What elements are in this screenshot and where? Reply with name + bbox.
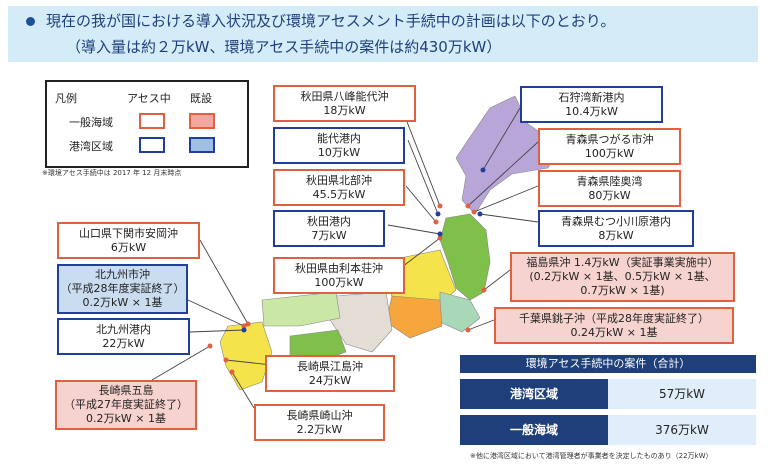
- card-noshiro-port: 能代港内 10万kW: [273, 127, 405, 164]
- card-capacity: 8万kW: [598, 228, 634, 242]
- card-mutsu-bay: 青森県陸奥湾 80万kW: [538, 170, 681, 207]
- chugoku-region: [261, 291, 341, 327]
- card-akita-port: 秋田港内 7万kW: [273, 210, 385, 247]
- card-eshima: 長崎県江島沖 24万kW: [265, 355, 395, 392]
- card-fukushima: 福島県沖 1.4万kW（実証事業実施中） (0.2万kW × 1基、0.5万kW…: [510, 252, 735, 302]
- card-kitakyushu-port: 北九州港内 22万kW: [57, 318, 190, 355]
- card-tsugaru: 青森県つがる市沖 100万kW: [538, 128, 681, 165]
- card-line: （平成27年度実証終了）: [64, 398, 188, 411]
- card-name: 能代港内: [317, 131, 361, 145]
- card-line: 0.24万kW × 1基: [570, 325, 658, 339]
- card-capacity: 45.5万kW: [312, 187, 366, 201]
- summary-row-general: 一般海域 376万kW: [460, 415, 756, 445]
- legend-row-port: 港湾区域: [69, 140, 113, 153]
- summary-footnote: ※他に港湾区域において港湾管理者が事業者を決定したものあり（22万kW）: [470, 452, 713, 460]
- bullet-icon: [26, 17, 35, 26]
- card-name: 石狩湾新港内: [558, 90, 625, 104]
- card-name: 山口県下関市安岡沖: [79, 226, 178, 240]
- legend-swatch-port-existing: [189, 137, 215, 153]
- summary-title: 環境アセス手続中の案件（合計）: [460, 355, 756, 373]
- card-line: 長崎県五島: [98, 384, 154, 397]
- legend-col-existing: 既設: [190, 92, 212, 105]
- card-sakiyama: 長崎県崎山沖 2.2万kW: [254, 404, 385, 441]
- card-line: 0.2万kW × 1基: [86, 412, 166, 425]
- legend-col-assess: アセス中: [127, 92, 171, 105]
- card-name: 秋田港内: [307, 214, 351, 228]
- legend: 凡例 アセス中 既設 一般海域 港湾区域: [45, 80, 249, 168]
- card-name: 長崎県江島沖: [297, 359, 363, 373]
- card-akita-hokubu: 秋田県北部沖 45.5万kW: [273, 169, 405, 206]
- summary-label: 一般海域: [460, 415, 608, 445]
- card-line: 0.2万kW × 1基: [82, 296, 163, 309]
- card-name: 秋田県由利本荘沖: [295, 261, 383, 275]
- summary-row-port: 港湾区域 57万kW: [460, 379, 756, 409]
- header-banner: 現在の我が国における導入状況及び環境アセスメント手続中の計画は以下のとおり。 （…: [8, 6, 758, 62]
- card-capacity: 24万kW: [308, 373, 352, 387]
- header-line-1: 現在の我が国における導入状況及び環境アセスメント手続中の計画は以下のとおり。: [46, 12, 616, 30]
- card-capacity: 18万kW: [323, 103, 366, 117]
- header-line-2: （導入量は約２万kW、環境アセス手続中の案件は約430万kW）: [66, 38, 502, 56]
- legend-swatch-general-existing: [189, 113, 215, 129]
- card-capacity: 6万kW: [110, 240, 147, 254]
- hokkaido-region: [455, 95, 561, 215]
- tohoku-region: [439, 213, 491, 301]
- card-name: 秋田県北部沖: [306, 173, 372, 187]
- chubu-south-region: [385, 295, 443, 339]
- card-capacity: 10.4万kW: [565, 104, 618, 118]
- card-name: 青森県むつ小川原港内: [561, 214, 671, 228]
- card-kitakyushu-offshore: 北九州市沖 （平成28年度実証終了） 0.2万kW × 1基: [57, 264, 188, 314]
- card-name: 青森県つがる市沖: [565, 132, 654, 146]
- card-name: 長崎県崎山沖: [286, 408, 353, 422]
- summary-table: 環境アセス手続中の案件（合計） 港湾区域 57万kW 一般海域 376万kW: [460, 355, 756, 447]
- legend-note: ※環境アセス手続中は 2017 年 12 月末時点: [42, 169, 182, 177]
- card-goto: 長崎県五島 （平成27年度実証終了） 0.2万kW × 1基: [55, 380, 197, 430]
- card-yurihonjo: 秋田県由利本荘沖 100万kW: [273, 257, 405, 294]
- card-mutsu-ogawara-port: 青森県むつ小川原港内 8万kW: [538, 210, 694, 247]
- card-capacity: 100万kW: [314, 275, 364, 289]
- card-name: 北九州港内: [96, 322, 151, 336]
- legend-row-general: 一般海域: [69, 116, 113, 129]
- card-name: 秋田県八峰能代沖: [300, 89, 389, 103]
- card-choshi: 千葉県銚子沖（平成28年度実証終了） 0.24万kW × 1基: [494, 307, 734, 344]
- card-capacity: 10万kW: [317, 145, 361, 159]
- card-line: 千葉県銚子沖（平成28年度実証終了）: [519, 311, 709, 325]
- summary-value: 57万kW: [658, 387, 706, 401]
- card-line: （平成28年度実証終了）: [60, 282, 185, 295]
- summary-value: 376万kW: [655, 423, 709, 437]
- card-capacity: 22万kW: [102, 336, 145, 350]
- card-line: 0.7万kW × 1基): [580, 284, 665, 297]
- card-akita-happou: 秋田県八峰能代沖 18万kW: [273, 85, 416, 122]
- legend-title: 凡例: [55, 92, 77, 105]
- card-shimonoseki: 山口県下関市安岡沖 6万kW: [57, 222, 200, 259]
- card-line: 北九州市沖: [95, 268, 150, 281]
- card-line: 福島県沖 1.4万kW（実証事業実施中）: [526, 256, 719, 269]
- card-capacity: 80万kW: [588, 188, 631, 202]
- card-capacity: 7万kW: [311, 228, 347, 242]
- legend-swatch-port-assess: [139, 137, 165, 153]
- summary-label: 港湾区域: [460, 379, 608, 409]
- card-capacity: 100万kW: [584, 146, 635, 160]
- card-line: (0.2万kW × 1基、0.5万kW × 1基、: [529, 270, 716, 283]
- card-ishikari-port: 石狩湾新港内 10.4万kW: [520, 86, 663, 123]
- legend-swatch-general-assess: [139, 113, 165, 129]
- card-name: 青森県陸奥湾: [576, 174, 643, 188]
- card-capacity: 2.2万kW: [296, 422, 343, 436]
